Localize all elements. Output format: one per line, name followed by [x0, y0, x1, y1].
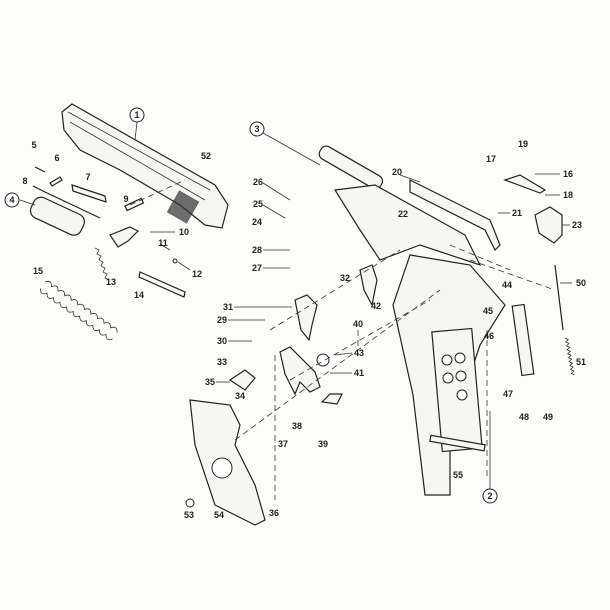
label: 53	[184, 510, 194, 520]
label: 33	[217, 357, 227, 367]
grip-panel-54	[189, 399, 266, 526]
labels: 1 2 3 4 5 6 7 8 9 10 11 12 13 14 15 16 1…	[9, 110, 586, 520]
part-33	[228, 369, 256, 391]
label: 48	[519, 412, 529, 422]
label: 38	[292, 421, 302, 431]
label: 45	[483, 306, 493, 316]
label: 17	[486, 154, 496, 164]
assembly-lines	[129, 179, 556, 500]
label: 40	[353, 319, 363, 329]
label: 1	[134, 110, 139, 120]
leader-lines	[19, 121, 572, 490]
callout-3	[249, 121, 265, 137]
label: 47	[503, 389, 513, 399]
label: 7	[85, 172, 90, 182]
label: 11	[158, 238, 168, 248]
callout-1	[129, 107, 145, 123]
label: 46	[484, 331, 494, 341]
label: 13	[106, 277, 116, 287]
part-21	[409, 179, 501, 252]
label: 26	[253, 177, 263, 187]
label: 44	[502, 280, 512, 290]
label: 30	[217, 336, 227, 346]
pin-9	[124, 197, 145, 212]
label: 54	[214, 510, 224, 520]
part-36	[279, 346, 321, 396]
label: 35	[205, 377, 215, 387]
label: 55	[453, 470, 463, 480]
label: 37	[278, 439, 288, 449]
spring-51	[564, 337, 575, 376]
rod-14	[138, 271, 186, 298]
label: 6	[54, 153, 59, 163]
label: 34	[235, 391, 245, 401]
label: 19	[518, 139, 528, 149]
label: 39	[318, 439, 328, 449]
trigger-42	[359, 264, 378, 307]
label: 21	[512, 208, 522, 218]
part-10	[109, 226, 140, 248]
label: 31	[223, 302, 233, 312]
part-39	[320, 393, 343, 405]
callout-4	[4, 192, 20, 208]
recoil-spring-15	[40, 280, 118, 341]
part-12	[172, 258, 178, 264]
spring-11	[159, 243, 171, 251]
label: 22	[398, 209, 408, 219]
label: 41	[354, 368, 364, 378]
label: 27	[252, 263, 262, 273]
label: 12	[192, 269, 202, 279]
label: 43	[354, 348, 364, 358]
spring-13	[94, 247, 110, 281]
label: 5	[31, 140, 36, 150]
label: 8	[22, 176, 27, 186]
label: 18	[563, 190, 573, 200]
part-7	[71, 184, 107, 203]
part-48	[511, 303, 535, 377]
part-6	[49, 176, 63, 187]
label: 3	[254, 124, 259, 134]
label: 9	[123, 194, 128, 204]
label: 49	[543, 412, 553, 422]
hammer-23	[534, 206, 563, 244]
label: 42	[371, 301, 381, 311]
label: 16	[563, 169, 573, 179]
callout-2	[482, 488, 498, 504]
label: 28	[252, 245, 262, 255]
label: 15	[33, 266, 43, 276]
barrel-bushing-part	[29, 196, 85, 236]
label: 4	[9, 195, 14, 205]
label: 29	[217, 315, 227, 325]
sear-31	[294, 294, 318, 342]
label: 50	[576, 278, 586, 288]
label: 32	[340, 273, 350, 283]
pin-5	[34, 166, 46, 173]
rod-50	[554, 264, 564, 331]
label: 24	[252, 217, 262, 227]
label: 51	[576, 357, 586, 367]
slide-part	[61, 103, 229, 229]
label: 10	[179, 227, 189, 237]
part-18	[503, 174, 547, 194]
label: 23	[572, 220, 582, 230]
label: 25	[253, 199, 263, 209]
frame-part	[318, 145, 506, 496]
label: 52	[201, 151, 211, 161]
label: 14	[134, 290, 144, 300]
label: 20	[392, 167, 402, 177]
screw-53	[185, 498, 195, 508]
label: 36	[269, 508, 279, 518]
extractor-8	[32, 185, 101, 219]
part-43	[316, 353, 330, 367]
label: 2	[487, 491, 492, 501]
